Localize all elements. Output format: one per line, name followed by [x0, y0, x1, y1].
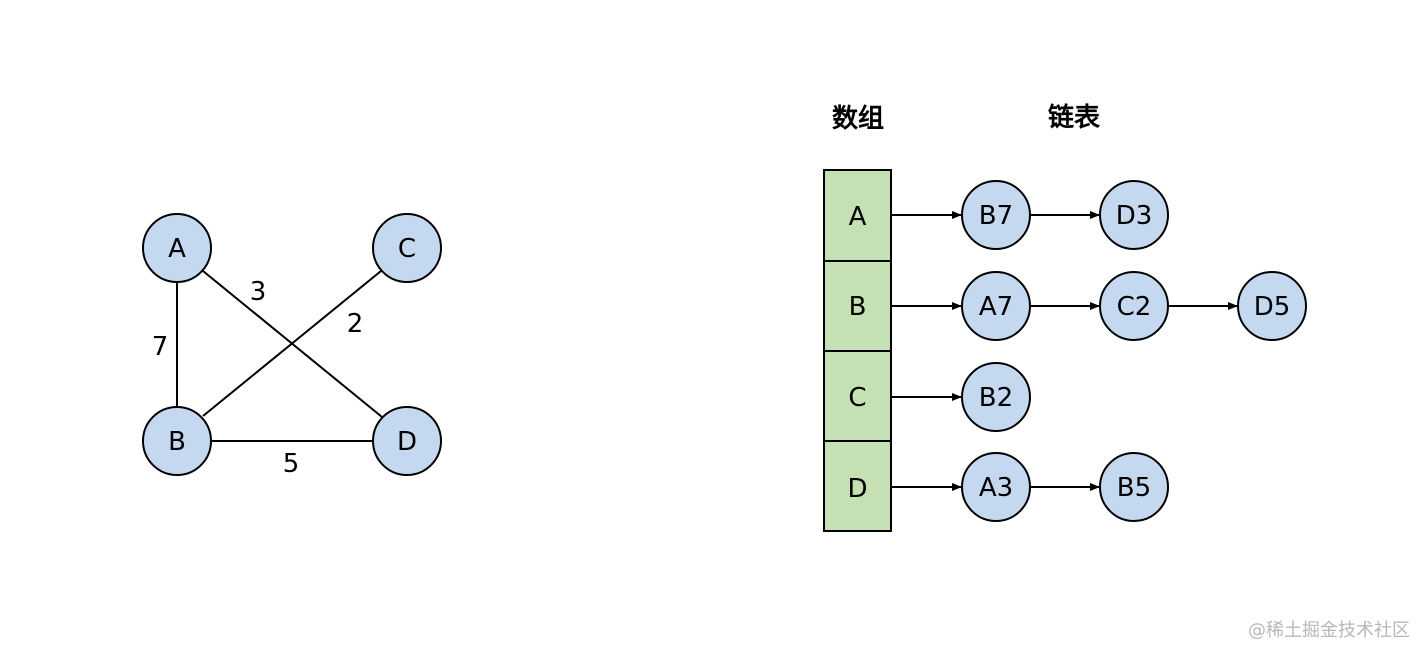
- array-cell-b: B: [823, 260, 892, 352]
- list-node-d-0-label: A3: [979, 473, 1013, 503]
- graph-node-a-label: A: [168, 234, 186, 264]
- graph-node-c: C: [372, 213, 442, 283]
- list-node-b-2: D5: [1237, 271, 1307, 341]
- list-node-d-1: B5: [1099, 452, 1169, 522]
- edge-weight-c-b: 2: [347, 309, 364, 339]
- graph-node-c-label: C: [398, 234, 416, 264]
- array-cell-d-label: D: [847, 474, 867, 504]
- array-cell-b-label: B: [849, 292, 867, 322]
- graph-node-a: A: [142, 213, 212, 283]
- array-cell-d: D: [823, 440, 892, 532]
- list-title: 链表: [1048, 102, 1101, 133]
- list-node-d-0: A3: [961, 452, 1031, 522]
- edge-weight-a-d: 3: [250, 277, 267, 307]
- list-node-b-0-label: A7: [979, 292, 1013, 322]
- list-node-b-1-label: C2: [1117, 292, 1152, 322]
- array-title: 数组: [832, 103, 884, 134]
- graph-node-b: B: [142, 406, 212, 476]
- list-node-b-1: C2: [1099, 271, 1169, 341]
- list-node-b-2-label: D5: [1254, 292, 1291, 322]
- adjacency-list: 数组 链表 A B C D B7 D3: [823, 102, 1307, 532]
- edge-weight-a-b: 7: [152, 332, 169, 362]
- watermark: @稀土掘金技术社区: [1248, 620, 1410, 641]
- graph-node-d: D: [372, 406, 442, 476]
- graph-node-d-label: D: [397, 427, 417, 457]
- list-node-a-1-label: D3: [1116, 201, 1153, 231]
- list-node-b-0: A7: [961, 271, 1031, 341]
- list-node-a-0-label: B7: [979, 201, 1013, 231]
- list-node-c-0-label: B2: [979, 383, 1013, 413]
- edge-weight-b-d: 5: [283, 449, 300, 479]
- list-node-a-1: D3: [1099, 180, 1169, 250]
- graph: 7 3 2 5 A C B D: [142, 213, 442, 479]
- list-node-a-0: B7: [961, 180, 1031, 250]
- array-cell-a-label: A: [849, 202, 867, 232]
- list-node-c-0: B2: [961, 362, 1031, 432]
- edge-c-b: [202, 270, 382, 417]
- array-cell-c: C: [823, 350, 892, 442]
- array-cell-c-label: C: [848, 383, 866, 413]
- array-cell-a: A: [823, 169, 892, 262]
- graph-node-b-label: B: [168, 427, 186, 457]
- list-node-d-1-label: B5: [1117, 473, 1151, 503]
